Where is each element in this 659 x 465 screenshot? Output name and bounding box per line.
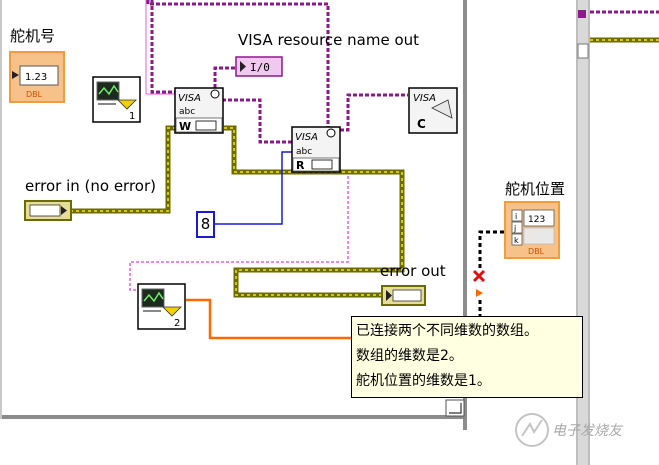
visa-write-title: VISA (178, 93, 201, 104)
error-in-label: error in (no error) (25, 177, 156, 195)
rudder-number-type: DBL (26, 90, 43, 99)
visa-read-node[interactable]: VISA abc R (291, 126, 341, 173)
subvi-2[interactable]: 2 (137, 283, 186, 330)
rudder-number-control[interactable]: 1.23 DBL (9, 51, 65, 103)
broken-wire (186, 298, 354, 340)
visa-close-title: VISA (413, 93, 436, 104)
tooltip-line-3: 舵机位置的维数是1。 (356, 373, 491, 389)
visa-resource-out-indicator[interactable]: I/0 (235, 56, 283, 77)
rudder-position-label: 舵机位置 (505, 180, 566, 198)
resource-out-value: I/0 (250, 61, 270, 74)
svg-text:k: k (514, 236, 519, 245)
watermark-text: 电子发烧友 (552, 423, 622, 439)
tooltip-line-2: 数组的维数是2。 (356, 348, 463, 364)
visa-read-title: VISA (295, 132, 318, 143)
visa-write-mode: W (179, 120, 191, 133)
numeric-constant-8[interactable]: 8 (196, 211, 215, 238)
rudder-position-value: 123 (528, 215, 545, 225)
svg-text:i: i (515, 212, 517, 221)
visa-write-sub: abc (179, 107, 195, 117)
structure-frame (0, 0, 467, 430)
error-wires (70, 37, 659, 298)
subvi-2-index: 2 (174, 318, 180, 329)
subvi-1-index: 1 (129, 111, 135, 122)
visa-write-node[interactable]: VISA abc W (174, 87, 224, 134)
tooltip-line-1: 已连接两个不同维数的数组。 (356, 323, 538, 339)
error-out-indicator[interactable] (381, 285, 426, 306)
broken-wire-x-icon[interactable] (472, 269, 486, 297)
rudder-position-indicator[interactable]: i j k 123 DBL (504, 201, 560, 259)
error-in-control[interactable] (24, 200, 72, 221)
subvi-1[interactable]: 1 (92, 76, 141, 123)
svg-text:j: j (513, 224, 516, 233)
number-wire (215, 151, 293, 225)
watermark-logo (515, 413, 549, 447)
error-out-label: error out (380, 262, 446, 280)
visa-close-node[interactable]: VISA C (408, 87, 458, 134)
broken-array-wire (478, 230, 512, 282)
rudder-position-type: DBL (528, 247, 545, 256)
error-tooltip: 已连接两个不同维数的数组。 数组的维数是2。 舵机位置的维数是1。 (351, 316, 583, 398)
rudder-number-value: 1.23 (25, 72, 47, 83)
visa-read-sub: abc (296, 147, 312, 157)
visa-read-mode: R (296, 159, 305, 172)
visa-resource-name-out-label: VISA resource name out (238, 31, 420, 49)
rudder-number-label: 舵机号 (10, 27, 56, 45)
visa-close-sub: C (417, 117, 426, 131)
